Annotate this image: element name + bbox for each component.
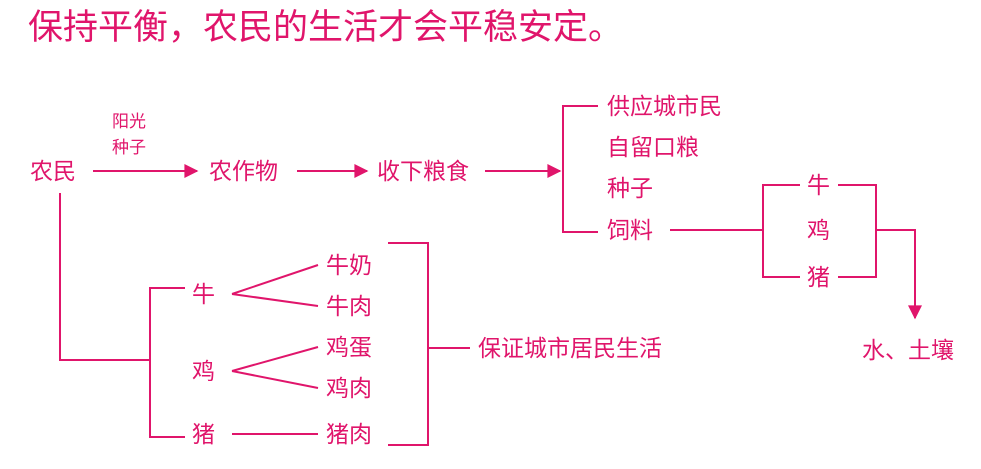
grain-uses-bracket (562, 105, 598, 233)
node-pig: 猪 (192, 422, 215, 448)
label-seed-input: 种子 (112, 138, 146, 158)
arrow-to-water-soil (876, 229, 922, 320)
branch-chicken-meat (231, 370, 319, 389)
node-chicken-meat: 鸡肉 (326, 376, 372, 402)
node-supply-city: 供应城市民 (607, 94, 722, 120)
node-crops: 农作物 (209, 159, 278, 185)
node-farmer: 农民 (30, 159, 76, 185)
node-water-soil: 水、土壤 (862, 338, 954, 364)
node-egg: 鸡蛋 (326, 335, 372, 361)
livestock-bracket (149, 287, 185, 438)
node-pork: 猪肉 (326, 422, 372, 448)
node-seed-output: 种子 (607, 176, 653, 202)
node-feed: 饲料 (607, 218, 653, 244)
branch-cattle-beef (231, 293, 319, 307)
node-feed-pig: 猪 (807, 265, 830, 291)
node-labels: 农民 阳光 种子 农作物 收下粮食 供应城市民 自留口粮 种子 饲料 牛 鸡 猪… (30, 94, 954, 448)
node-feed-cattle: 牛 (807, 173, 830, 199)
farmer-down-line (59, 193, 150, 361)
node-self-grain: 自留口粮 (607, 135, 699, 161)
node-chicken: 鸡 (192, 359, 215, 385)
feed-left-bracket (762, 184, 800, 278)
node-cattle: 牛 (192, 282, 215, 308)
node-city-life: 保证城市居民生活 (478, 336, 662, 362)
branch-cattle-milk (231, 264, 319, 295)
node-milk: 牛奶 (326, 253, 372, 279)
diagram-title: 保持平衡，农民的生活才会平稳安定。 (28, 8, 624, 48)
connector-lines (59, 105, 922, 446)
feed-right-bracket (838, 184, 877, 278)
branch-chicken-egg (231, 346, 319, 372)
products-bracket (388, 242, 429, 446)
node-harvest: 收下粮食 (377, 159, 469, 185)
node-feed-chicken: 鸡 (807, 218, 830, 244)
node-beef: 牛肉 (326, 294, 372, 320)
label-sunlight: 阳光 (112, 112, 146, 132)
